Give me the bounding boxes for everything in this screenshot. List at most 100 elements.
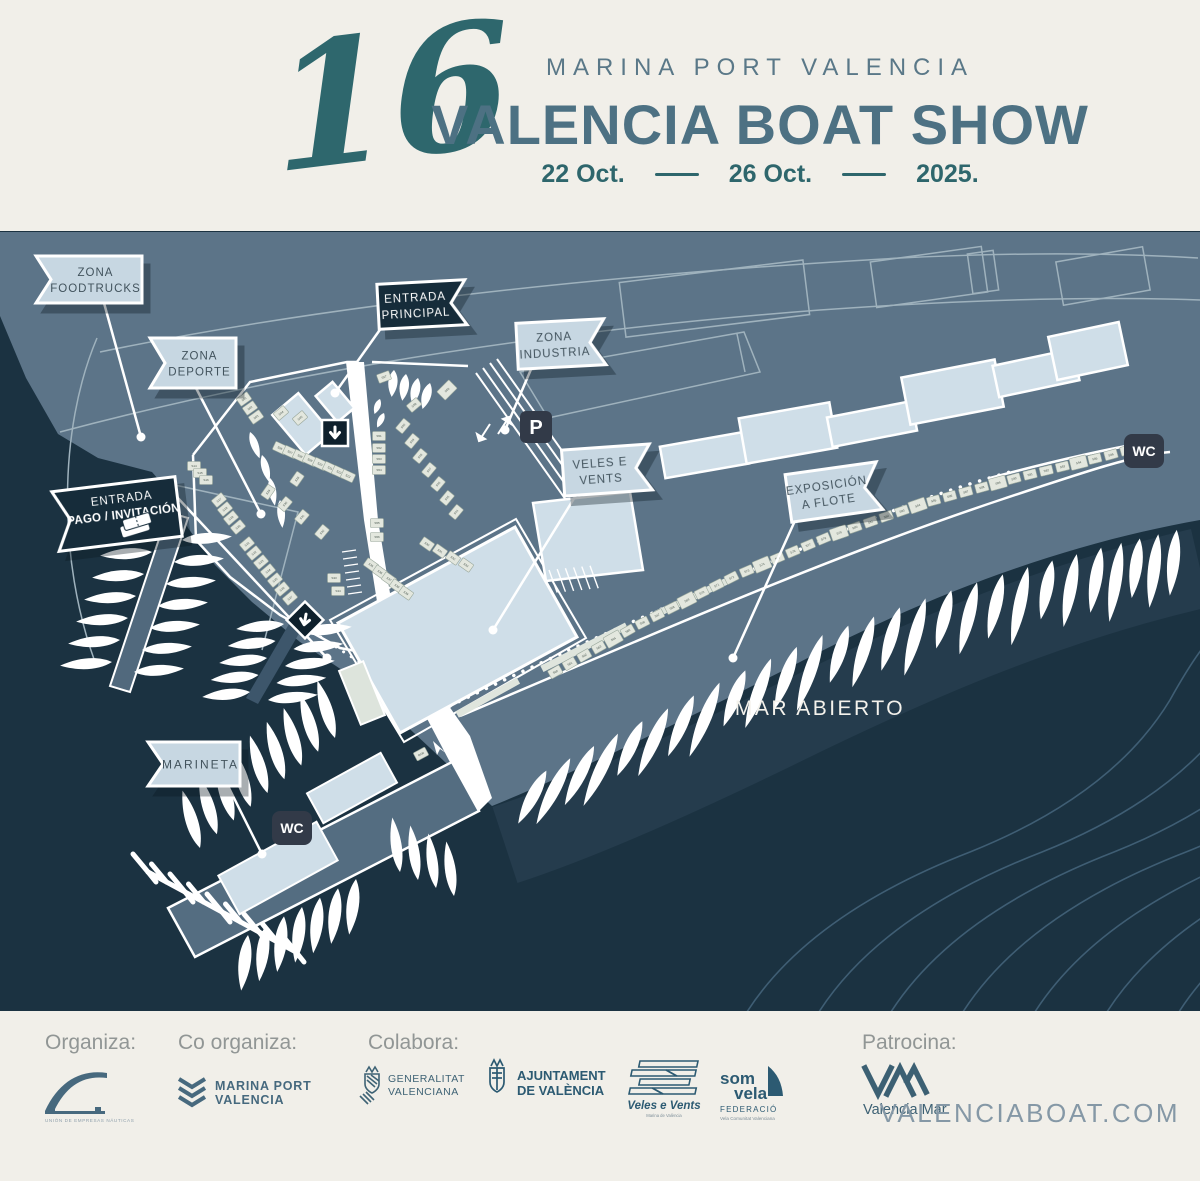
svg-text:S49: S49: [409, 437, 416, 444]
svg-text:S04: S04: [278, 410, 285, 417]
svg-text:S14: S14: [191, 464, 197, 468]
svg-text:S10: S10: [317, 461, 324, 467]
booth-chip: S71: [708, 578, 725, 593]
date-year: 2025.: [916, 160, 979, 188]
svg-text:S87: S87: [963, 489, 970, 494]
booth-chip: S90: [1006, 472, 1022, 485]
svg-text:S24: S24: [265, 568, 272, 575]
booth-chip: S54: [372, 465, 386, 475]
ajt-text-1: AJUNTAMENT: [517, 1068, 606, 1083]
booth-chip: S92: [1038, 464, 1054, 477]
somvela-word-2: vela: [734, 1084, 768, 1103]
svg-text:S60: S60: [552, 669, 559, 675]
svg-text:S84: S84: [915, 503, 922, 509]
mpv-text-2: VALENCIA: [215, 1093, 284, 1107]
date-start: 22 Oct.: [541, 160, 625, 188]
svg-text:S93: S93: [1059, 464, 1065, 469]
svg-text:S05: S05: [297, 415, 304, 422]
svg-text:S39: S39: [403, 590, 410, 597]
svg-text:S08: S08: [297, 453, 304, 459]
svg-text:ENTRADA: ENTRADA: [384, 291, 446, 306]
booth-chip: S32: [314, 524, 330, 540]
patrocina-label: Patrocina:: [862, 1031, 957, 1054]
svg-text:S68: S68: [669, 605, 676, 611]
booth-chip: S52: [372, 443, 386, 453]
svg-text:INDUSTRIA: INDUSTRIA: [519, 346, 591, 362]
finger-docks: [130, 851, 307, 965]
booth-chip: S62: [576, 648, 593, 663]
booth-chip: S23: [253, 554, 269, 570]
booth-chip: S43: [458, 557, 474, 573]
svg-text:S64: S64: [610, 636, 617, 642]
svg-text:S12: S12: [336, 469, 343, 475]
booth-chip: S03: [248, 409, 264, 425]
svg-text:S47: S47: [426, 466, 433, 473]
svg-text:S65: S65: [624, 628, 631, 634]
svg-text:S22: S22: [251, 550, 258, 557]
uen-caption: UNIÓN DE EMPRESAS NÁUTICAS: [45, 1117, 134, 1123]
svg-text:S06: S06: [277, 445, 284, 451]
moored-boats: [60, 370, 1181, 991]
svg-text:S94: S94: [1076, 460, 1082, 465]
svg-text:S66: S66: [639, 620, 646, 626]
svg-text:S77: S77: [805, 542, 812, 548]
gva-text-2: VALENCIANA: [388, 1086, 459, 1098]
booth-chip: S26: [274, 581, 290, 597]
website-link[interactable]: VALENCIABOAT.COM: [879, 1098, 1180, 1128]
booth-chip: S42: [445, 550, 461, 566]
svg-text:S26: S26: [279, 586, 286, 593]
svg-text:S07: S07: [287, 449, 294, 455]
svg-text:S67: S67: [654, 612, 661, 618]
somvela-sub-2: Vela Comunitat Valenciana: [720, 1116, 775, 1121]
booth-chip: S80: [847, 520, 863, 534]
svg-text:S85: S85: [931, 498, 938, 503]
svg-text:S90: S90: [1011, 476, 1018, 481]
svg-text:S37: S37: [386, 576, 393, 583]
footer: Organiza: Co organiza: Colabora: Patroci…: [45, 1031, 1180, 1128]
booth-chip: S72: [723, 570, 740, 585]
booth-chip: S83: [894, 504, 910, 518]
wc-east-icon: WC: [1124, 434, 1164, 468]
booth-chip: S81: [862, 515, 879, 529]
svg-text:S78: S78: [820, 536, 827, 542]
svg-text:WC: WC: [1132, 443, 1155, 459]
svg-text:ZONA: ZONA: [182, 351, 218, 363]
small-pier: [246, 612, 308, 704]
svg-text:S51: S51: [376, 434, 382, 438]
booth-chip: S40: [419, 536, 435, 552]
svg-text:S19: S19: [228, 515, 235, 522]
svg-text:S74: S74: [759, 562, 766, 568]
svg-text:PRINCIPAL: PRINCIPAL: [381, 307, 450, 323]
svg-text:S62: S62: [581, 652, 588, 658]
somvela-word-1: som: [720, 1069, 755, 1088]
booth-chip: S85: [926, 494, 942, 507]
svg-text:S02: S02: [247, 405, 254, 412]
booth-chip: S51: [372, 431, 386, 441]
booth-chip: S60: [547, 664, 564, 679]
booth-chip: S53: [372, 454, 386, 464]
svg-text:S25: S25: [272, 577, 279, 584]
svg-text:S33: S33: [331, 576, 337, 580]
svg-text:S81: S81: [867, 519, 874, 525]
svg-text:MARINETA: MARINETA: [162, 758, 239, 772]
booth-chip: S29: [260, 484, 276, 500]
marina-map: S01S02S03S04S05S06S07S08S09S10S11S12S13S…: [0, 231, 1200, 1011]
booth-chip: S93: [1054, 460, 1070, 473]
svg-text:VENTS: VENTS: [579, 472, 623, 487]
svg-text:WC: WC: [280, 820, 303, 836]
booth-chip: S47: [421, 462, 437, 478]
svg-text:S57: S57: [381, 374, 388, 380]
veles-e-vents-logo: Veles e Vents Marina de València: [627, 1060, 701, 1118]
date-dash-icon: [654, 173, 699, 176]
svg-text:S89: S89: [995, 480, 1002, 485]
booth-chip: S65: [619, 623, 636, 638]
ticket-icon: [120, 512, 153, 538]
booth-chip: S48: [412, 448, 428, 464]
svg-text:S56: S56: [374, 535, 380, 539]
booth-chip: S19: [223, 510, 239, 526]
stair-hatch: [341, 549, 363, 595]
sail-icon: [768, 1066, 783, 1096]
